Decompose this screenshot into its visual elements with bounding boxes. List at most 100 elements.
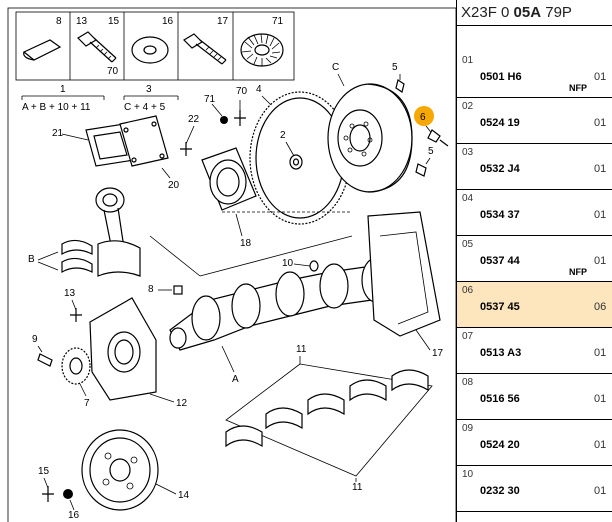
- row-index: 08: [462, 377, 474, 388]
- marker-6-selected[interactable]: 6: [414, 106, 449, 147]
- part-reference: 0537 44: [480, 255, 520, 267]
- group-formula-1: 1 A + B + 10 + 11: [21, 84, 105, 113]
- part-18-seal-housing[interactable]: 18: [201, 147, 257, 249]
- row-quantity: 01: [594, 485, 607, 497]
- svg-text:13: 13: [64, 288, 76, 299]
- svg-text:3: 3: [146, 84, 152, 95]
- svg-text:70: 70: [236, 86, 248, 97]
- part-2-spigot-bearing[interactable]: 2: [280, 130, 303, 170]
- svg-text:4: 4: [256, 84, 262, 95]
- svg-text:1: 1: [60, 84, 66, 95]
- part-A-crankshaft[interactable]: A: [169, 257, 397, 385]
- row-note: NFP: [569, 267, 587, 277]
- part-20-cover-plate[interactable]: 20: [119, 115, 180, 191]
- part-13-bolt[interactable]: 13 15 70: [76, 16, 120, 77]
- part-reference: 0532 J4: [480, 163, 520, 175]
- svg-text:11: 11: [296, 344, 307, 355]
- svg-text:A + B + 10 + 11: A + B + 10 + 11: [22, 102, 91, 113]
- part-17-back-plate[interactable]: 17: [367, 211, 444, 359]
- svg-text:21: 21: [52, 128, 64, 139]
- part-B-bearing-shells[interactable]: B: [28, 239, 93, 274]
- marker-71[interactable]: 71: [204, 94, 228, 124]
- svg-text:9: 9: [32, 334, 38, 345]
- svg-text:16: 16: [162, 16, 174, 27]
- row-note: NFP: [569, 83, 587, 93]
- svg-text:71: 71: [204, 94, 216, 105]
- svg-text:20: 20: [168, 180, 180, 191]
- top-parts-strip: 8 13 15 70 16 17 71: [15, 11, 295, 81]
- svg-text:18: 18: [240, 238, 252, 249]
- row-quantity: 01: [594, 117, 607, 129]
- svg-text:70: 70: [107, 66, 119, 77]
- row-quantity: 01: [594, 347, 607, 359]
- svg-text:6: 6: [420, 112, 426, 123]
- row-quantity: 01: [594, 393, 607, 405]
- part-row-08[interactable]: 08 0516 56 01: [457, 374, 612, 420]
- part-71-serrated-washer[interactable]: 71: [240, 16, 284, 67]
- svg-text:13: 13: [76, 16, 88, 27]
- marker-16[interactable]: 16: [63, 489, 80, 521]
- svg-text:B: B: [28, 254, 35, 265]
- row-index: 04: [462, 193, 474, 204]
- svg-text:15: 15: [108, 16, 120, 27]
- part-11-main-bearings[interactable]: 11 11: [225, 344, 433, 493]
- group-formula-3: 3 C + 4 + 5: [123, 84, 179, 113]
- row-index: 09: [462, 423, 474, 434]
- svg-text:5: 5: [392, 62, 398, 73]
- header-prefix: X23F 0: [461, 4, 514, 21]
- part-connecting-rod[interactable]: [95, 187, 141, 277]
- part-16-washer[interactable]: 16: [131, 16, 174, 64]
- header-bold: 05A: [513, 4, 542, 21]
- part-8-key[interactable]: 8: [22, 16, 62, 61]
- part-reference: 0516 56: [480, 393, 520, 405]
- row-index: 05: [462, 239, 474, 250]
- part-reference: 0534 37: [480, 209, 520, 221]
- row-quantity: 01: [594, 163, 607, 175]
- part-row-07[interactable]: 07 0513 A3 01: [457, 328, 612, 374]
- svg-text:16: 16: [68, 510, 80, 521]
- part-9-pin[interactable]: 9: [32, 334, 53, 367]
- marker-70[interactable]: 70: [234, 86, 248, 126]
- row-index: 02: [462, 101, 474, 112]
- part-5-bolt-upper[interactable]: 5: [392, 62, 405, 93]
- part-7-timing-sprocket[interactable]: 7: [61, 347, 91, 409]
- part-12-front-housing[interactable]: 12: [89, 297, 188, 409]
- exploded-parts-diagram: 8 13 15 70 16 17 71: [7, 7, 456, 522]
- part-reference: 0513 A3: [480, 347, 522, 359]
- svg-text:2: 2: [280, 130, 286, 141]
- svg-text:71: 71: [272, 16, 284, 27]
- svg-text:8: 8: [56, 16, 62, 27]
- svg-text:C + 4 + 5: C + 4 + 5: [124, 102, 166, 113]
- row-quantity: 01: [594, 255, 607, 267]
- part-reference: 0524 19: [480, 117, 520, 129]
- marker-13[interactable]: 13: [64, 288, 82, 322]
- part-17-bolt[interactable]: 17: [183, 16, 229, 65]
- svg-text:12: 12: [176, 398, 188, 409]
- part-10-dowel[interactable]: 10: [282, 258, 319, 272]
- part-8-key-marker[interactable]: 8: [148, 284, 183, 295]
- row-index: 01: [462, 55, 474, 66]
- header-suffix: 79P: [541, 4, 572, 21]
- svg-text:C: C: [332, 62, 339, 73]
- part-C-flywheel[interactable]: C: [327, 62, 413, 193]
- part-reference: 0524 20: [480, 439, 520, 451]
- part-row-02[interactable]: 02 0524 19 01: [457, 98, 612, 144]
- part-reference: 0501 H6: [480, 71, 522, 83]
- marker-22[interactable]: 22: [180, 114, 200, 156]
- part-14-crank-pulley[interactable]: 14: [81, 429, 190, 511]
- part-5-bolt-lower[interactable]: 5: [415, 146, 434, 177]
- svg-text:15: 15: [38, 466, 50, 477]
- row-quantity: 06: [594, 301, 607, 313]
- panel-header: X23F 0 05A 79P: [457, 0, 612, 26]
- marker-15[interactable]: 15: [38, 466, 54, 502]
- row-index: 07: [462, 331, 474, 342]
